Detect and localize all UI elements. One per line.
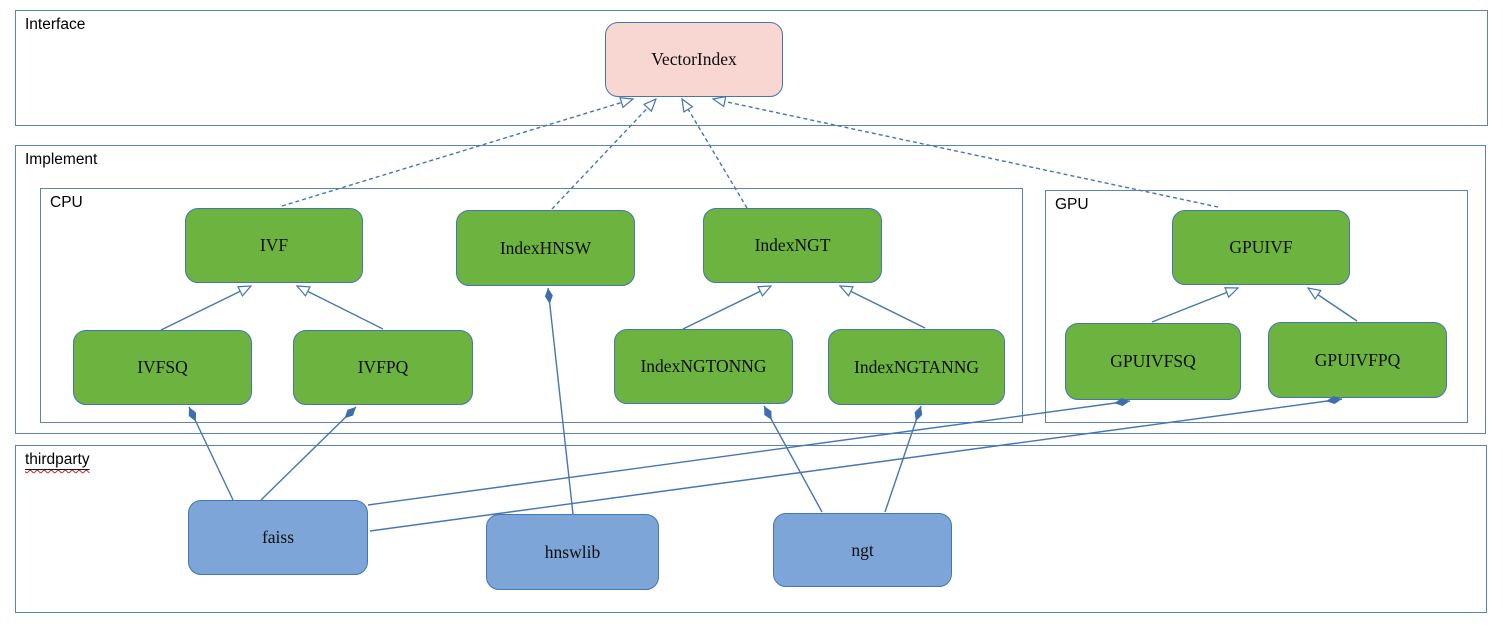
node-gpuivfpq: GPUIVFPQ bbox=[1268, 322, 1447, 398]
node-indexngtanng: IndexNGTANNG bbox=[828, 329, 1005, 405]
node-indexngtanng-label: IndexNGTANNG bbox=[854, 356, 979, 377]
node-ivfpq-label: IVFPQ bbox=[357, 357, 409, 377]
node-vectorindex-label: VectorIndex bbox=[651, 49, 737, 69]
node-gpuivf: GPUIVF bbox=[1172, 210, 1350, 285]
container-thirdparty-label: thirdparty bbox=[25, 451, 90, 469]
container-cpu-label: CPU bbox=[50, 194, 83, 211]
node-ngt-label: ngt bbox=[851, 539, 874, 560]
node-gpuivfsq-label: GPUIVFSQ bbox=[1110, 351, 1196, 371]
thirdparty-label-text: thirdparty bbox=[25, 451, 90, 468]
node-gpuivfsq: GPUIVFSQ bbox=[1065, 323, 1241, 400]
node-gpuivfpq-label: GPUIVFPQ bbox=[1314, 349, 1401, 370]
node-vectorindex: VectorIndex bbox=[605, 22, 783, 97]
node-ivf: IVF bbox=[185, 208, 363, 283]
node-hnswlib: hnswlib bbox=[486, 514, 659, 590]
node-indexngt: IndexNGT bbox=[703, 208, 882, 283]
container-gpu-label: GPU bbox=[1055, 196, 1089, 213]
node-faiss-label: faiss bbox=[261, 527, 295, 547]
node-indexngtonng: IndexNGTONNG bbox=[614, 329, 793, 404]
node-ivfpq: IVFPQ bbox=[293, 330, 473, 405]
node-faiss: faiss bbox=[188, 500, 368, 575]
node-indexhnsw-label: IndexHNSW bbox=[499, 237, 592, 258]
node-indexngt-label: IndexNGT bbox=[754, 235, 831, 255]
node-ivfsq-label: IVFSQ bbox=[137, 357, 188, 377]
node-hnswlib-label: hnswlib bbox=[544, 541, 601, 562]
node-gpuivf-label: GPUIVF bbox=[1229, 237, 1293, 257]
node-ivf-label: IVF bbox=[259, 235, 289, 255]
node-indexngtonng-label: IndexNGTONNG bbox=[640, 356, 767, 376]
container-implement-label: Implement bbox=[25, 151, 98, 168]
node-ivfsq: IVFSQ bbox=[73, 330, 252, 405]
container-interface-label: Interface bbox=[25, 16, 86, 33]
node-ngt: ngt bbox=[773, 513, 952, 587]
node-indexhnsw: IndexHNSW bbox=[456, 210, 635, 286]
